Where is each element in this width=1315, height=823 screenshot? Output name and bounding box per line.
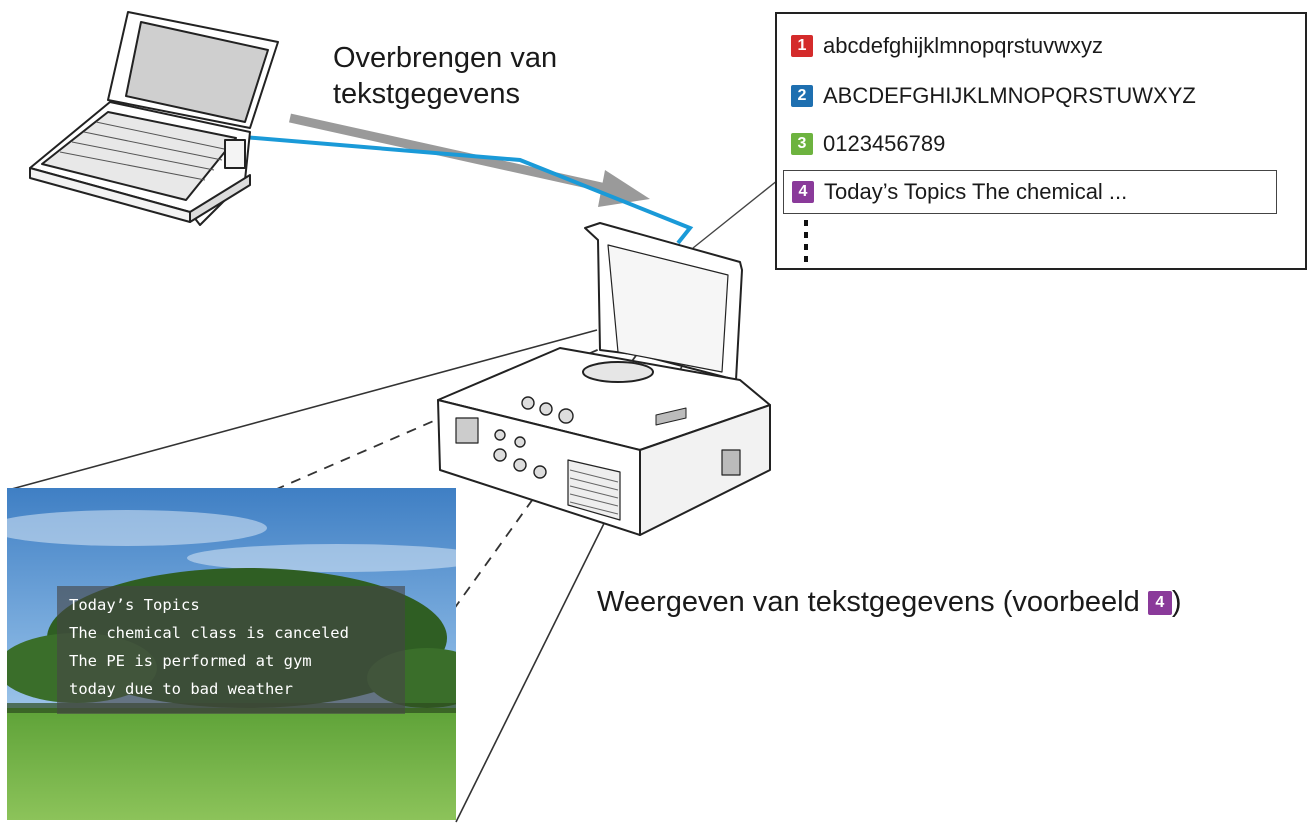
badge-1: 1 — [791, 35, 813, 57]
display-label-suffix: ) — [1171, 586, 1182, 618]
callout-line — [692, 179, 779, 249]
overlay-line-4: today due to bad weather — [69, 680, 293, 698]
display-label: Weergeven van tekstgegevens (voorbeeld 4… — [597, 584, 1181, 620]
projected-screen-image: Today’s Topics The chemical class is can… — [7, 488, 456, 820]
text-overlay: Today’s Topics The chemical class is can… — [57, 586, 405, 714]
overlay-line-1: Today’s Topics — [69, 596, 200, 614]
text-message-list: 1 abcdefghijklmnopqrstuvwxyz 2 ABCDEFGHI… — [775, 12, 1307, 270]
display-label-text: Weergeven van tekstgegevens (voorbeeld — [597, 586, 1148, 618]
display-label-badge: 4 — [1147, 591, 1172, 616]
list-item-text-3: 0123456789 — [823, 131, 946, 156]
list-item-2: 2 ABCDEFGHIJKLMNOPQRSTUWXYZ — [791, 78, 1196, 114]
overlay-line-3: The PE is performed at gym — [69, 652, 312, 670]
transfer-label-line-1: Overbrengen van — [333, 42, 558, 74]
list-item-1: 1 abcdefghijklmnopqrstuvwxyz — [791, 28, 1103, 64]
laptop-icon — [29, 11, 279, 226]
frustum-line-top-left — [7, 329, 598, 491]
cable-line — [242, 135, 694, 245]
list-item-text-4: Today’s Topics The chemical ... — [824, 179, 1128, 204]
transfer-label: Overbrengen van tekstgegevens — [333, 40, 557, 112]
list-item-text-1: abcdefghijklmnopqrstuvwxyz — [823, 33, 1104, 58]
list-item-4-selected: 4 Today’s Topics The chemical ... — [783, 170, 1277, 214]
list-item-3: 3 0123456789 — [791, 126, 945, 162]
badge-2: 2 — [791, 85, 813, 107]
badge-3: 3 — [791, 133, 813, 155]
more-items-dots-icon — [804, 220, 808, 266]
projector-icon — [437, 222, 771, 536]
transfer-label-line-2: tekstgegevens — [333, 78, 521, 110]
transfer-arrow-icon — [289, 113, 650, 207]
badge-4: 4 — [792, 181, 814, 203]
overlay-line-2: The chemical class is canceled — [69, 624, 349, 642]
list-item-text-2: ABCDEFGHIJKLMNOPQRSTUWXYZ — [823, 83, 1196, 108]
